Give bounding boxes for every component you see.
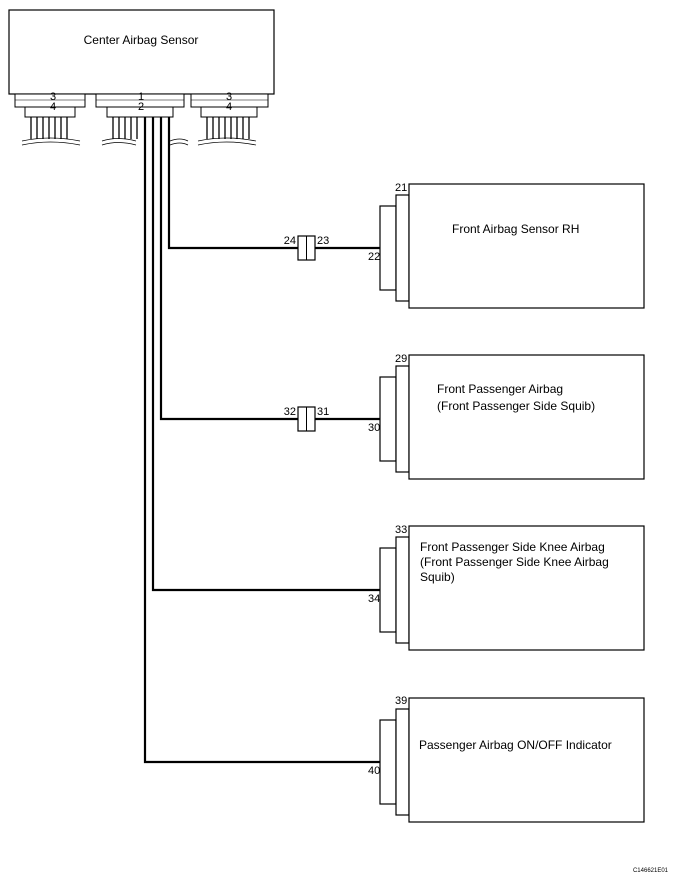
- junction-1-right-pin: 23: [317, 235, 329, 247]
- component-3-label-line2: (Front Passenger Side Knee Airbag: [420, 555, 609, 569]
- junction-1-left-pin: 24: [284, 235, 296, 247]
- wire-passenger-airbag-indicator: [143, 117, 380, 764]
- component-2-pin-top: 29: [395, 353, 407, 365]
- center-sensor-label: Center Airbag Sensor: [84, 33, 199, 47]
- junction-2-right-pin: 31: [317, 406, 329, 418]
- wire-front-passenger-airbag: [159, 117, 380, 421]
- component-front-airbag-sensor-rh: Front Airbag Sensor RH 21 22: [368, 182, 645, 309]
- component-3-pin-bottom: 34: [368, 593, 380, 605]
- component-3-pin-top: 33: [395, 524, 407, 536]
- component-3-label-line1: Front Passenger Side Knee Airbag: [420, 540, 605, 554]
- component-4-label: Passenger Airbag ON/OFF Indicator: [419, 738, 612, 752]
- connector-right-pin-bottom: 4: [226, 101, 232, 113]
- junction-connector-2: 32 31: [284, 406, 329, 432]
- center-airbag-sensor: Center Airbag Sensor 3 4 1 2: [8, 9, 275, 146]
- connector-middle-pin-top: 1: [138, 91, 144, 103]
- junction-connector-1: 24 23: [284, 235, 329, 261]
- component-4-pin-bottom: 40: [368, 765, 380, 777]
- component-1-pin-bottom: 22: [368, 251, 380, 263]
- component-4-pin-top: 39: [395, 695, 407, 707]
- wire-front-passenger-knee-airbag: [151, 117, 380, 592]
- center-connector-left: 3 4: [14, 91, 86, 146]
- component-2-label-line1: Front Passenger Airbag: [437, 382, 563, 396]
- component-passenger-airbag-indicator: Passenger Airbag ON/OFF Indicator 39 40: [368, 695, 645, 823]
- connector-left-pin-bottom: 4: [50, 101, 56, 113]
- figure-code: C146621E01: [633, 868, 669, 874]
- connector-middle-pin-bottom: 2: [138, 101, 144, 113]
- component-front-passenger-side-knee-airbag: Front Passenger Side Knee Airbag (Front …: [368, 524, 645, 651]
- component-3-label-line3: Squib): [420, 570, 455, 584]
- component-1-pin-top: 21: [395, 182, 407, 194]
- harness-wires: [143, 117, 380, 764]
- component-1-label: Front Airbag Sensor RH: [452, 222, 579, 236]
- component-front-passenger-airbag: Front Passenger Airbag (Front Passenger …: [368, 353, 645, 480]
- center-connector-right: 3 4: [190, 91, 269, 146]
- connector-left-pin-top: 3: [50, 91, 56, 103]
- junction-2-left-pin: 32: [284, 406, 296, 418]
- wire-front-airbag-sensor-rh: [167, 117, 380, 250]
- center-connector-middle: 1 2: [95, 91, 189, 146]
- component-2-pin-bottom: 30: [368, 422, 380, 434]
- component-2-label-line2: (Front Passenger Side Squib): [437, 399, 595, 413]
- connector-right-pin-top: 3: [226, 91, 232, 103]
